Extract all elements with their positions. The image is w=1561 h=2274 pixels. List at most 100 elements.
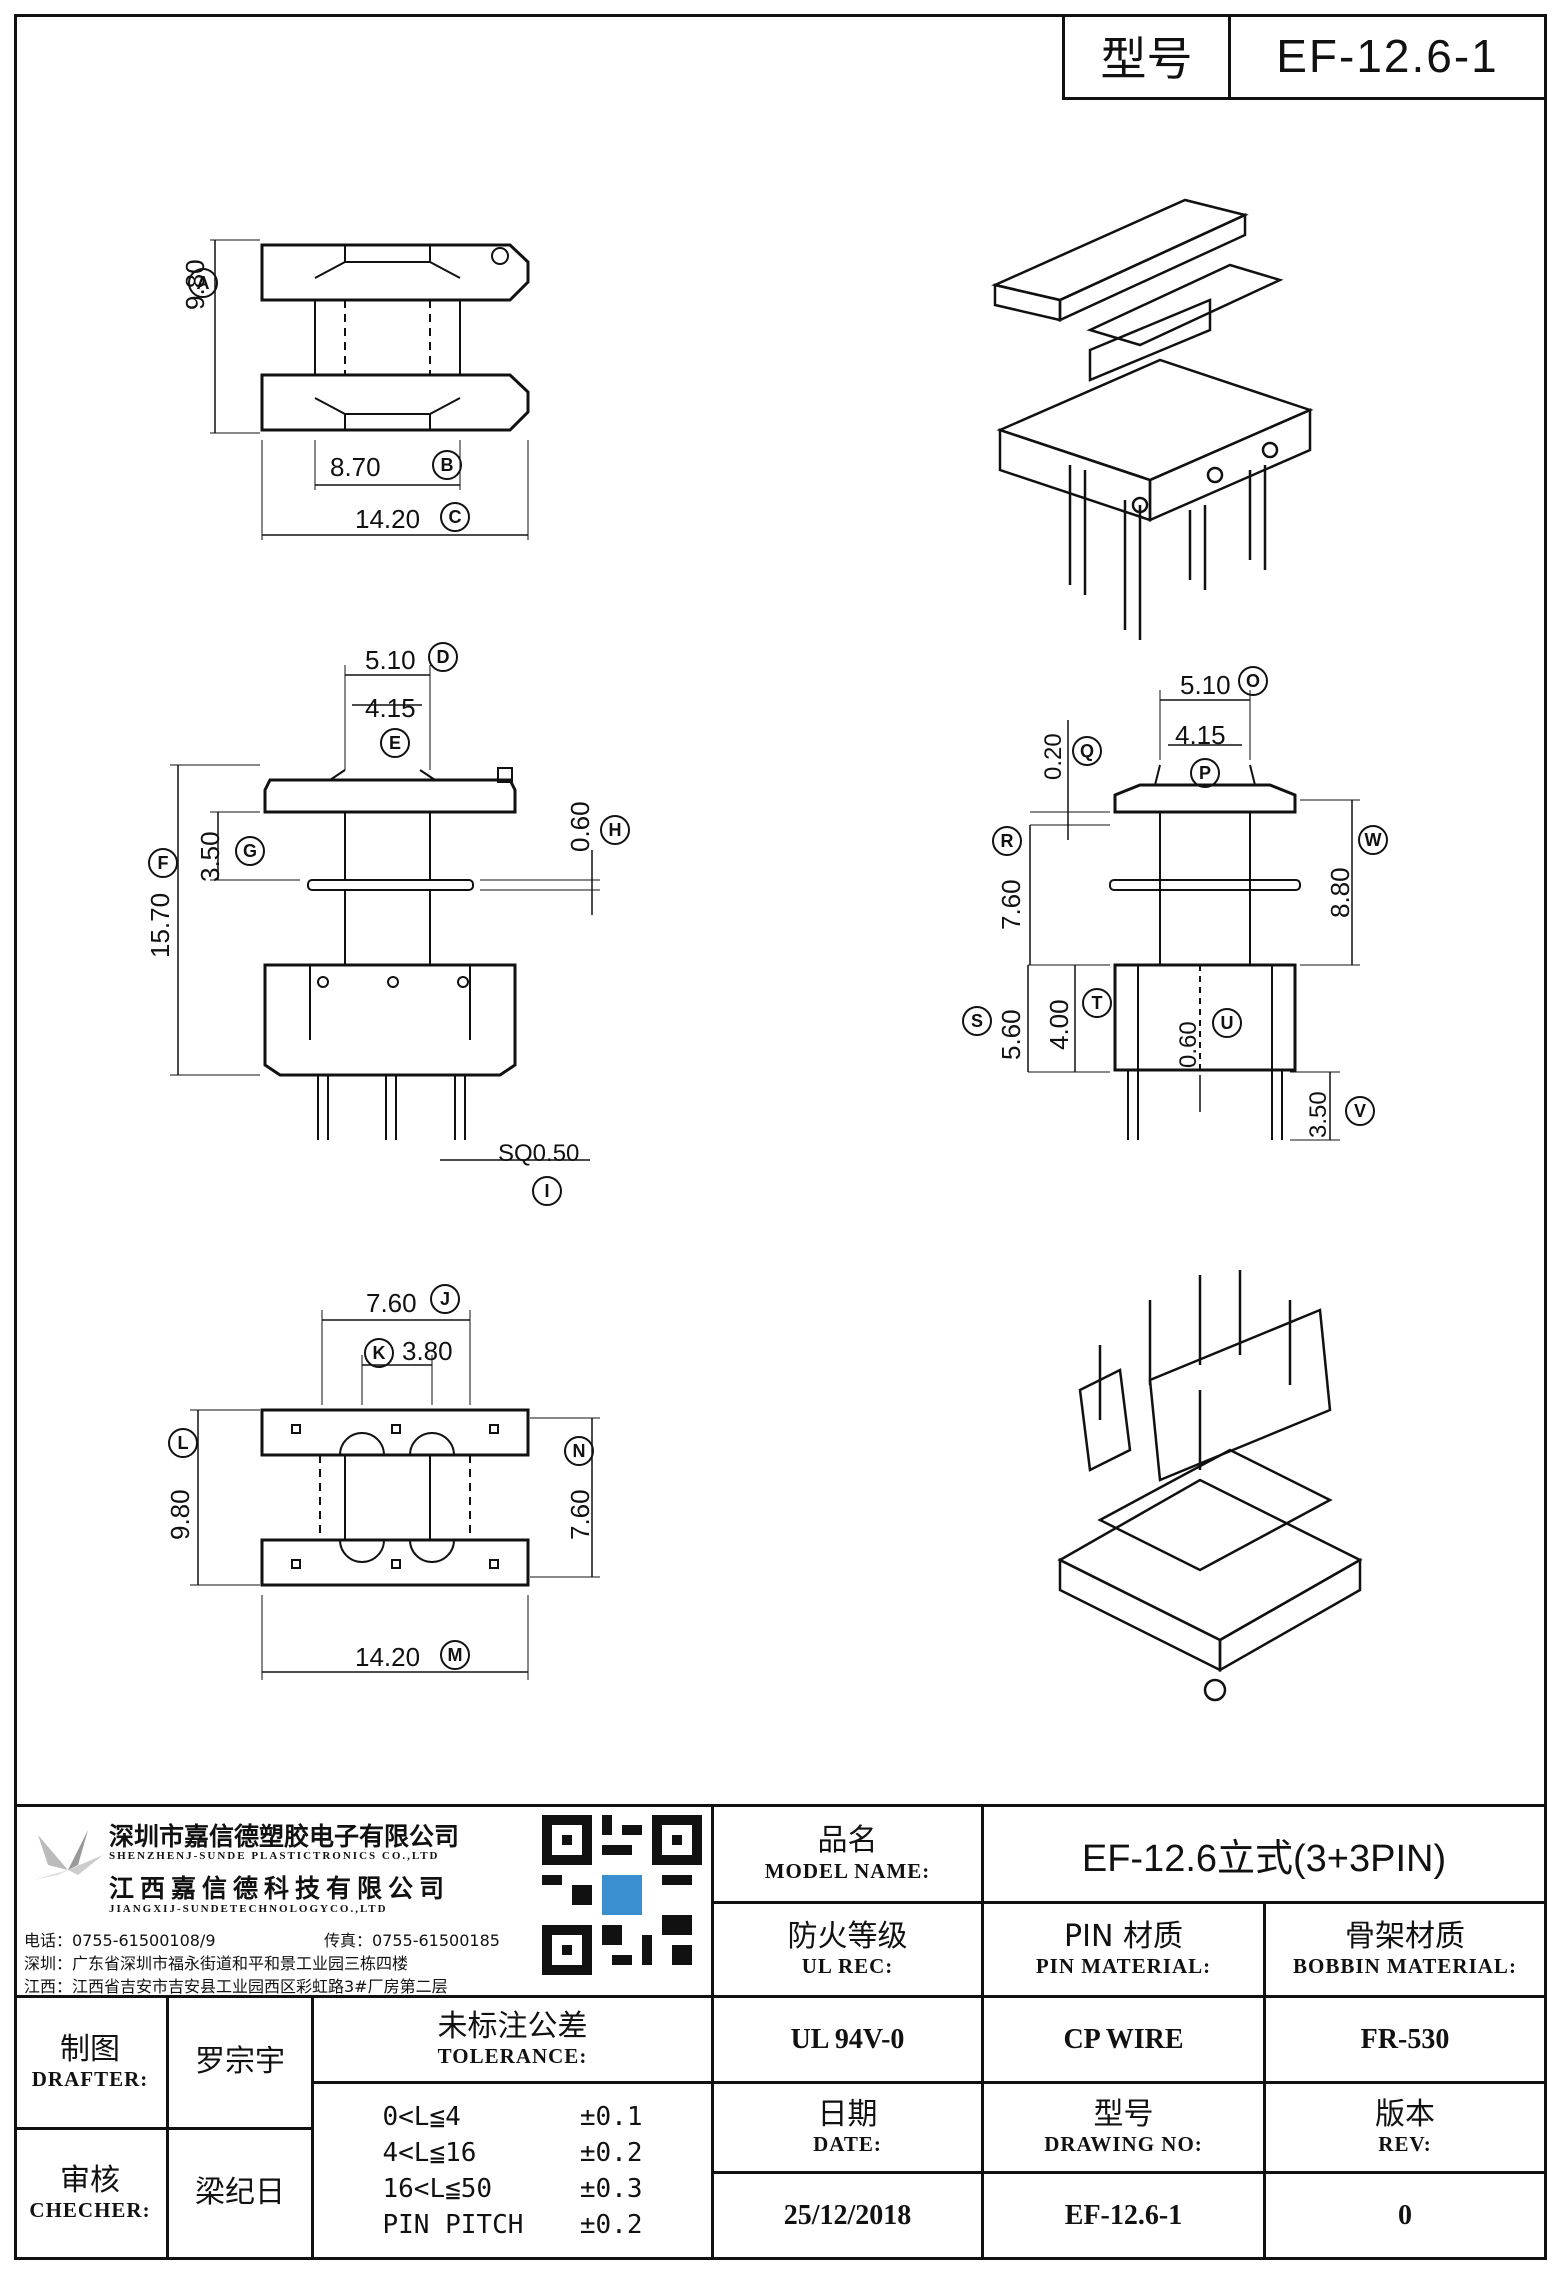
tolerance-row: PIN PITCH±0.2 [383, 2210, 643, 2240]
ul-value-text: UL 94V-0 [790, 2023, 905, 2055]
label-N: N [564, 1436, 594, 1466]
isometric-view-top [995, 200, 1310, 640]
tolerance-row: 0<L≦4 ±0.1 [383, 2102, 643, 2132]
company-name-en-2: JIANGXIJ-SUNDETECHNOLOGYCO.,LTD [109, 1903, 388, 1915]
bobbin-material-label: 骨架材质 BOBBIN MATERIAL: [1266, 1904, 1547, 1998]
dim-J: 7.60 [366, 1288, 417, 1318]
tolerance-list: 0<L≦4 ±0.1 4<L≦16 ±0.2 16<L≦50±0.3 PIN PIT… [314, 2084, 714, 2260]
dim-P: 4.15 [1175, 720, 1226, 750]
bottom-view [190, 1310, 600, 1680]
company-address-jiangxi: 江西：江西省吉安市吉安县工业园西区彩虹路3#厂房第二层 [24, 1977, 448, 1996]
label-C: C [440, 502, 470, 532]
qr-code-icon [542, 1815, 702, 1975]
dim-U: 0.60 [1175, 1021, 1202, 1068]
drafter-label: 制图 DRAFTER: [14, 1998, 169, 2130]
ul-cn: 防火等级 [787, 1918, 908, 1954]
tolerance-row: 16<L≦50±0.3 [383, 2174, 643, 2204]
dim-O: 5.10 [1180, 670, 1231, 700]
tolerance-range: 0<L≦4 [382, 2101, 461, 2132]
label-L: L [168, 1428, 198, 1458]
rev-text: 0 [1398, 2199, 1412, 2231]
drafter-value: 罗宗宇 [169, 1998, 314, 2130]
bobbin-value-text: FR-530 [1360, 2023, 1450, 2055]
ul-value: UL 94V-0 [714, 1998, 984, 2084]
dim-S: 5.60 [996, 1009, 1026, 1060]
tolerance-value: ±0.2 [579, 2209, 643, 2240]
label-S: S [962, 1006, 992, 1036]
pin-cn: PIN 材质 [1064, 1918, 1183, 1954]
company-address-shenzhen: 深圳：广东省深圳市福永街道和平和景工业园三栋四楼 [24, 1954, 409, 1973]
bobbin-cn: 骨架材质 [1345, 1918, 1465, 1954]
pin-value-text: CP WIRE [1063, 2023, 1184, 2055]
company-logo-icon [28, 1825, 108, 1915]
dim-D: 5.10 [365, 645, 416, 675]
dim-Q: 0.20 [1040, 733, 1067, 780]
label-B: B [432, 450, 462, 480]
model-name-value: EF-12.6立式(3+3PIN) [984, 1807, 1547, 1904]
checker-label: 审核 CHECHER: [14, 2130, 169, 2260]
rev-cn: 版本 [1375, 2096, 1435, 2132]
model-name-en: MODEL NAME: [764, 1858, 931, 1883]
dim-R: 7.60 [996, 879, 1026, 930]
label-V: V [1345, 1096, 1375, 1126]
checker-value: 梁纪日 [169, 2130, 314, 2260]
side-view [1028, 690, 1360, 1140]
technical-drawing [0, 0, 1561, 1800]
title-table: 深圳市嘉信德塑胶电子有限公司 SHENZHENJ-SUNDE PLASTICTR… [14, 1804, 1547, 2260]
tolerance-value: ±0.2 [579, 2137, 643, 2168]
drawing-en: DRAWING NO: [1044, 2132, 1203, 2157]
label-K: K [364, 1338, 394, 1368]
label-Q: Q [1072, 736, 1102, 766]
label-E: E [380, 728, 410, 758]
label-R: R [992, 826, 1022, 856]
tolerance-value: ±0.1 [579, 2101, 643, 2132]
dim-K: 3.80 [402, 1336, 453, 1366]
checker-cn: 审核 [60, 2162, 120, 2198]
date-label: 日期 DATE: [714, 2084, 984, 2174]
date-value: 25/12/2018 [714, 2174, 984, 2260]
model-title-block: 型号 EF-12.6-1 [1062, 14, 1547, 100]
label-J: J [430, 1284, 460, 1314]
tolerance-label: 未标注公差 TOLERANCE: [314, 1998, 714, 2084]
model-name-text: EF-12.6立式(3+3PIN) [1081, 1837, 1447, 1880]
dim-W: 8.80 [1325, 867, 1355, 918]
label-G: G [235, 836, 265, 866]
tolerance-cn: 未标注公差 [437, 2008, 588, 2044]
dim-G: 3.50 [195, 831, 225, 882]
dim-V: 3.50 [1305, 1091, 1332, 1138]
dim-C: 14.20 [355, 504, 421, 534]
dim-I: SQ0.50 [498, 1140, 580, 1167]
bobbin-en: BOBBIN MATERIAL: [1293, 1954, 1517, 1979]
date-text: 25/12/2018 [783, 2199, 912, 2231]
checker-name: 梁纪日 [195, 2175, 285, 2211]
drawing-no-label: 型号 DRAWING NO: [984, 2084, 1266, 2174]
drawing-text: EF-12.6-1 [1064, 2199, 1183, 2231]
label-M: M [440, 1640, 470, 1670]
pin-en: PIN MATERIAL: [1035, 1954, 1212, 1979]
tolerance-row: 4<L≦16 ±0.2 [383, 2138, 643, 2168]
rev-value: 0 [1266, 2174, 1547, 2260]
label-D: D [428, 642, 458, 672]
company-name-cn-2: 江西嘉信德科技有限公司 [109, 1874, 451, 1903]
ul-en: UL REC: [801, 1954, 894, 1979]
model-name-label: 品名 MODEL NAME: [714, 1807, 984, 1904]
isometric-view-bottom [1060, 1270, 1360, 1700]
company-name-cn-1: 深圳市嘉信德塑胶电子有限公司 [109, 1822, 460, 1851]
company-fax: 传真：0755-61500185 [324, 1931, 500, 1950]
tolerance-range: 4<L≦16 [382, 2137, 477, 2168]
label-W: W [1358, 825, 1388, 855]
dim-F: 15.70 [145, 892, 175, 958]
dimension-labels: 9.80 A 8.70 B 14.20 C 5.10 D 4.15 E 15.7… [145, 259, 1388, 1672]
label-F: F [148, 848, 178, 878]
model-name-cn: 品名 [817, 1823, 878, 1859]
label-H: H [600, 815, 630, 845]
label-T: T [1082, 988, 1112, 1018]
dim-T: 4.00 [1044, 999, 1074, 1050]
table-top-rule [14, 1804, 1547, 1807]
dim-B: 8.70 [330, 452, 381, 482]
pin-material-value: CP WIRE [984, 1998, 1266, 2084]
label-O: O [1238, 666, 1268, 696]
rev-label: 版本 REV: [1266, 2084, 1547, 2174]
dim-M: 14.20 [355, 1642, 421, 1672]
label-P: P [1190, 758, 1220, 788]
